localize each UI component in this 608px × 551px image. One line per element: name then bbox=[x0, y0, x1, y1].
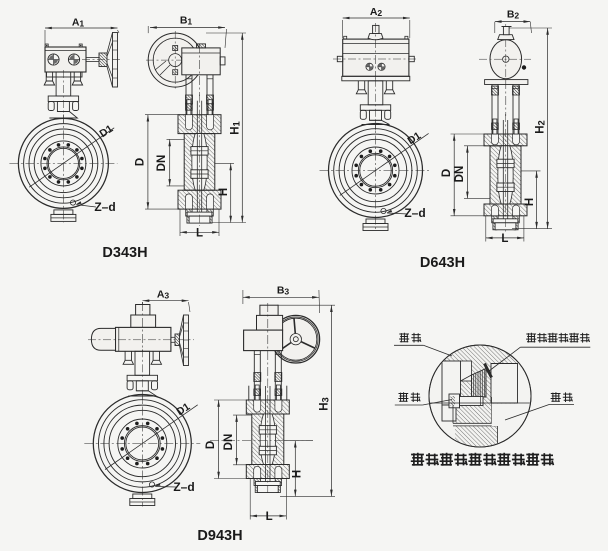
svg-text:H: H bbox=[218, 188, 230, 196]
svg-text:H3: H3 bbox=[319, 397, 331, 411]
svg-text:A3: A3 bbox=[157, 289, 170, 301]
svg-text:D343H: D343H bbox=[102, 245, 147, 261]
svg-text:Z–d: Z–d bbox=[404, 206, 425, 220]
svg-text:D: D bbox=[205, 441, 217, 449]
svg-text:H1: H1 bbox=[229, 121, 241, 135]
svg-text:DN: DN bbox=[156, 155, 168, 172]
svg-text:B3: B3 bbox=[277, 285, 290, 297]
svg-text:B2: B2 bbox=[507, 9, 520, 21]
svg-text:D643H: D643H bbox=[420, 255, 465, 271]
svg-text:A2: A2 bbox=[370, 6, 383, 18]
svg-text:D: D bbox=[135, 158, 147, 166]
svg-text:Z–d: Z–d bbox=[94, 200, 115, 214]
svg-text:L: L bbox=[501, 233, 508, 245]
svg-text:Z–d: Z–d bbox=[173, 480, 194, 494]
svg-text:DN: DN bbox=[454, 166, 466, 183]
svg-text:DN: DN bbox=[223, 434, 235, 451]
svg-text:D: D bbox=[441, 169, 453, 177]
svg-text:A1: A1 bbox=[72, 17, 85, 29]
svg-text:L: L bbox=[266, 511, 273, 523]
svg-text:B1: B1 bbox=[180, 15, 193, 27]
svg-text:L: L bbox=[196, 228, 203, 240]
svg-text:H2: H2 bbox=[535, 120, 547, 134]
svg-text:D943H: D943H bbox=[197, 528, 242, 544]
svg-text:H: H bbox=[292, 470, 304, 478]
svg-text:H: H bbox=[524, 198, 536, 206]
